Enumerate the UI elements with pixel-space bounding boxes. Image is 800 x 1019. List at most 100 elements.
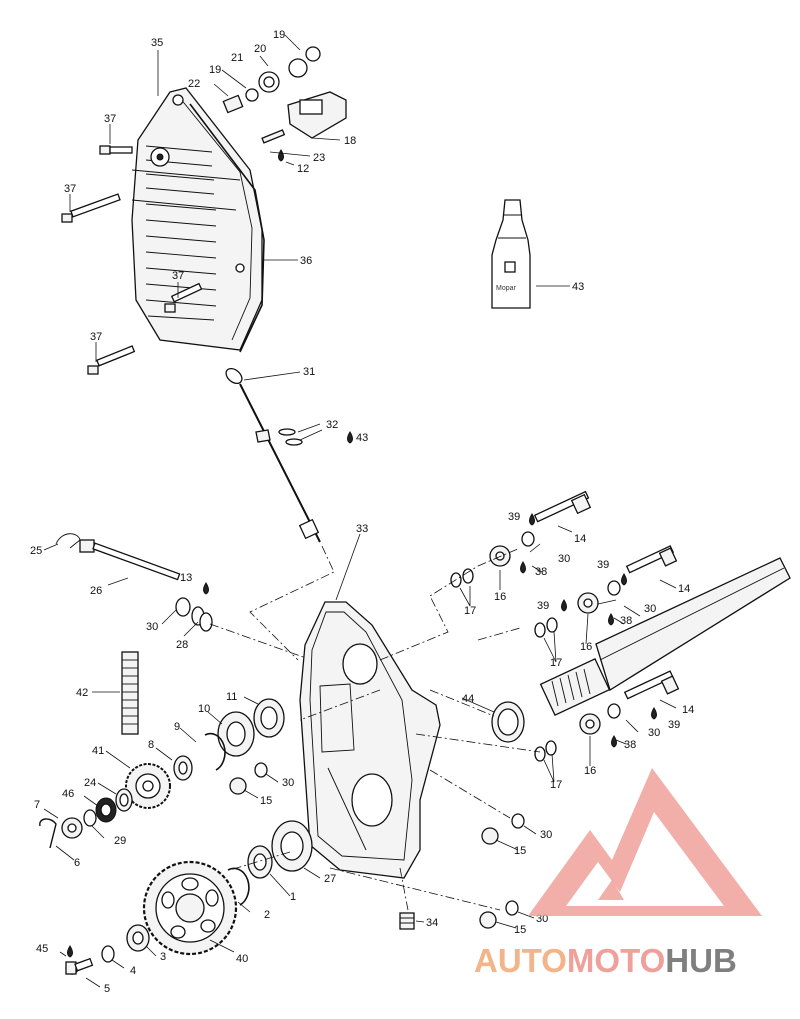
callout-24: 24 bbox=[84, 777, 96, 789]
watermark-text: AUTOMOTOHUB bbox=[474, 942, 737, 979]
callout-17b: 17 bbox=[550, 657, 562, 669]
dipstick-31 bbox=[225, 367, 321, 543]
bolt-37-d bbox=[87, 345, 136, 375]
callout-35: 35 bbox=[151, 37, 163, 49]
jackshaft bbox=[539, 557, 791, 716]
svg-text:Mopar: Mopar bbox=[496, 285, 517, 292]
callout-14a: 14 bbox=[574, 533, 586, 545]
bolt-14-c bbox=[623, 670, 680, 700]
callout-5: 5 bbox=[104, 983, 110, 995]
callout-18: 18 bbox=[344, 135, 356, 147]
nut-16-c bbox=[579, 713, 601, 735]
bolt-14-a bbox=[533, 490, 592, 523]
callout-28: 28 bbox=[176, 639, 188, 651]
callout-29: 29 bbox=[114, 835, 126, 847]
spacer-1 bbox=[247, 845, 273, 879]
callout-15a: 15 bbox=[260, 795, 272, 807]
callout-12: 12 bbox=[297, 163, 309, 175]
nut-16-b bbox=[577, 592, 599, 614]
o-rings-28 bbox=[191, 606, 213, 632]
drop-icons bbox=[67, 149, 657, 958]
tensioner-assembly bbox=[222, 46, 347, 144]
callout-40: 40 bbox=[236, 953, 248, 965]
washer-4 bbox=[101, 945, 115, 963]
bolt-37-b bbox=[61, 193, 121, 223]
bolt-37-a bbox=[99, 145, 133, 155]
callout-1: 1 bbox=[290, 891, 296, 903]
spacer-3 bbox=[126, 924, 150, 952]
callout-6: 6 bbox=[74, 857, 80, 869]
callout-22: 22 bbox=[188, 78, 200, 90]
snap-ring-2 bbox=[227, 867, 250, 906]
washer-30-left bbox=[175, 597, 191, 617]
washer-29 bbox=[83, 809, 97, 827]
washers-17-a bbox=[450, 568, 474, 588]
callout-30e: 30 bbox=[282, 777, 294, 789]
chain-42 bbox=[121, 651, 139, 735]
callout-20: 20 bbox=[254, 43, 266, 55]
callout-37a: 37 bbox=[104, 113, 116, 125]
castle-nut-7 bbox=[61, 817, 83, 839]
callout-8: 8 bbox=[148, 739, 154, 751]
bearing-10 bbox=[217, 711, 255, 757]
callout-36: 36 bbox=[300, 255, 312, 267]
callout-46: 46 bbox=[62, 788, 74, 800]
bolt-5 bbox=[65, 957, 94, 975]
callout-43a: 43 bbox=[572, 281, 584, 293]
washers-17-c bbox=[534, 740, 557, 762]
callout-45: 45 bbox=[36, 943, 48, 955]
adjuster-bolt-26 bbox=[55, 533, 181, 581]
bearing-11 bbox=[253, 698, 285, 738]
callout-19: 19 bbox=[273, 29, 285, 41]
callout-19b: 19 bbox=[209, 64, 221, 76]
callout-30d: 30 bbox=[648, 727, 660, 739]
callout-41: 41 bbox=[92, 745, 104, 757]
cotter-pin-6 bbox=[39, 818, 57, 849]
callout-34: 34 bbox=[426, 917, 438, 929]
assembly-centerlines bbox=[209, 545, 541, 911]
callout-2: 2 bbox=[264, 909, 270, 921]
bolt-37-c bbox=[164, 282, 203, 313]
callout-13: 13 bbox=[180, 572, 192, 584]
callout-16c: 16 bbox=[584, 765, 596, 777]
callout-30b: 30 bbox=[644, 603, 656, 615]
callout-39a: 39 bbox=[508, 511, 520, 523]
callout-38a: 38 bbox=[535, 566, 547, 578]
callout-16b: 16 bbox=[580, 641, 592, 653]
callout-15b: 15 bbox=[514, 845, 526, 857]
callout-14b: 14 bbox=[678, 583, 690, 595]
washer-46 bbox=[95, 797, 117, 823]
oil-bottle-43: Mopar bbox=[491, 199, 531, 309]
o-ring-32-a bbox=[278, 428, 296, 436]
callout-27: 27 bbox=[324, 873, 336, 885]
washer-24 bbox=[115, 788, 133, 812]
callout-31: 31 bbox=[303, 366, 315, 378]
washers-17-b bbox=[534, 617, 558, 638]
sprocket-41 bbox=[125, 763, 171, 809]
nut-16-a bbox=[489, 545, 511, 567]
callout-23: 23 bbox=[313, 152, 325, 164]
callout-30c: 30 bbox=[146, 621, 158, 633]
callout-21: 21 bbox=[231, 52, 243, 64]
callout-labels: 35 19 20 21 19 22 18 23 12 37 37 36 37 4… bbox=[30, 29, 694, 995]
callout-3: 3 bbox=[160, 951, 166, 963]
leader-lines bbox=[43, 34, 677, 988]
chaincase-housing bbox=[299, 601, 441, 879]
callout-39b: 39 bbox=[597, 559, 609, 571]
callout-42: 42 bbox=[76, 687, 88, 699]
callout-43b: 43 bbox=[356, 432, 368, 444]
callout-30f: 30 bbox=[540, 829, 552, 841]
callout-37c: 37 bbox=[172, 270, 184, 282]
callout-7: 7 bbox=[34, 799, 40, 811]
callout-32: 32 bbox=[326, 419, 338, 431]
callout-38b: 38 bbox=[620, 615, 632, 627]
callout-4: 4 bbox=[130, 965, 136, 977]
callout-17a: 17 bbox=[464, 605, 476, 617]
plug-34 bbox=[399, 912, 415, 930]
callout-37b: 37 bbox=[64, 183, 76, 195]
callout-11: 11 bbox=[226, 691, 237, 703]
sprocket-40 bbox=[142, 860, 238, 956]
spacer-8 bbox=[173, 755, 193, 781]
bolt-14-b bbox=[625, 545, 678, 574]
callout-9: 9 bbox=[174, 721, 180, 733]
